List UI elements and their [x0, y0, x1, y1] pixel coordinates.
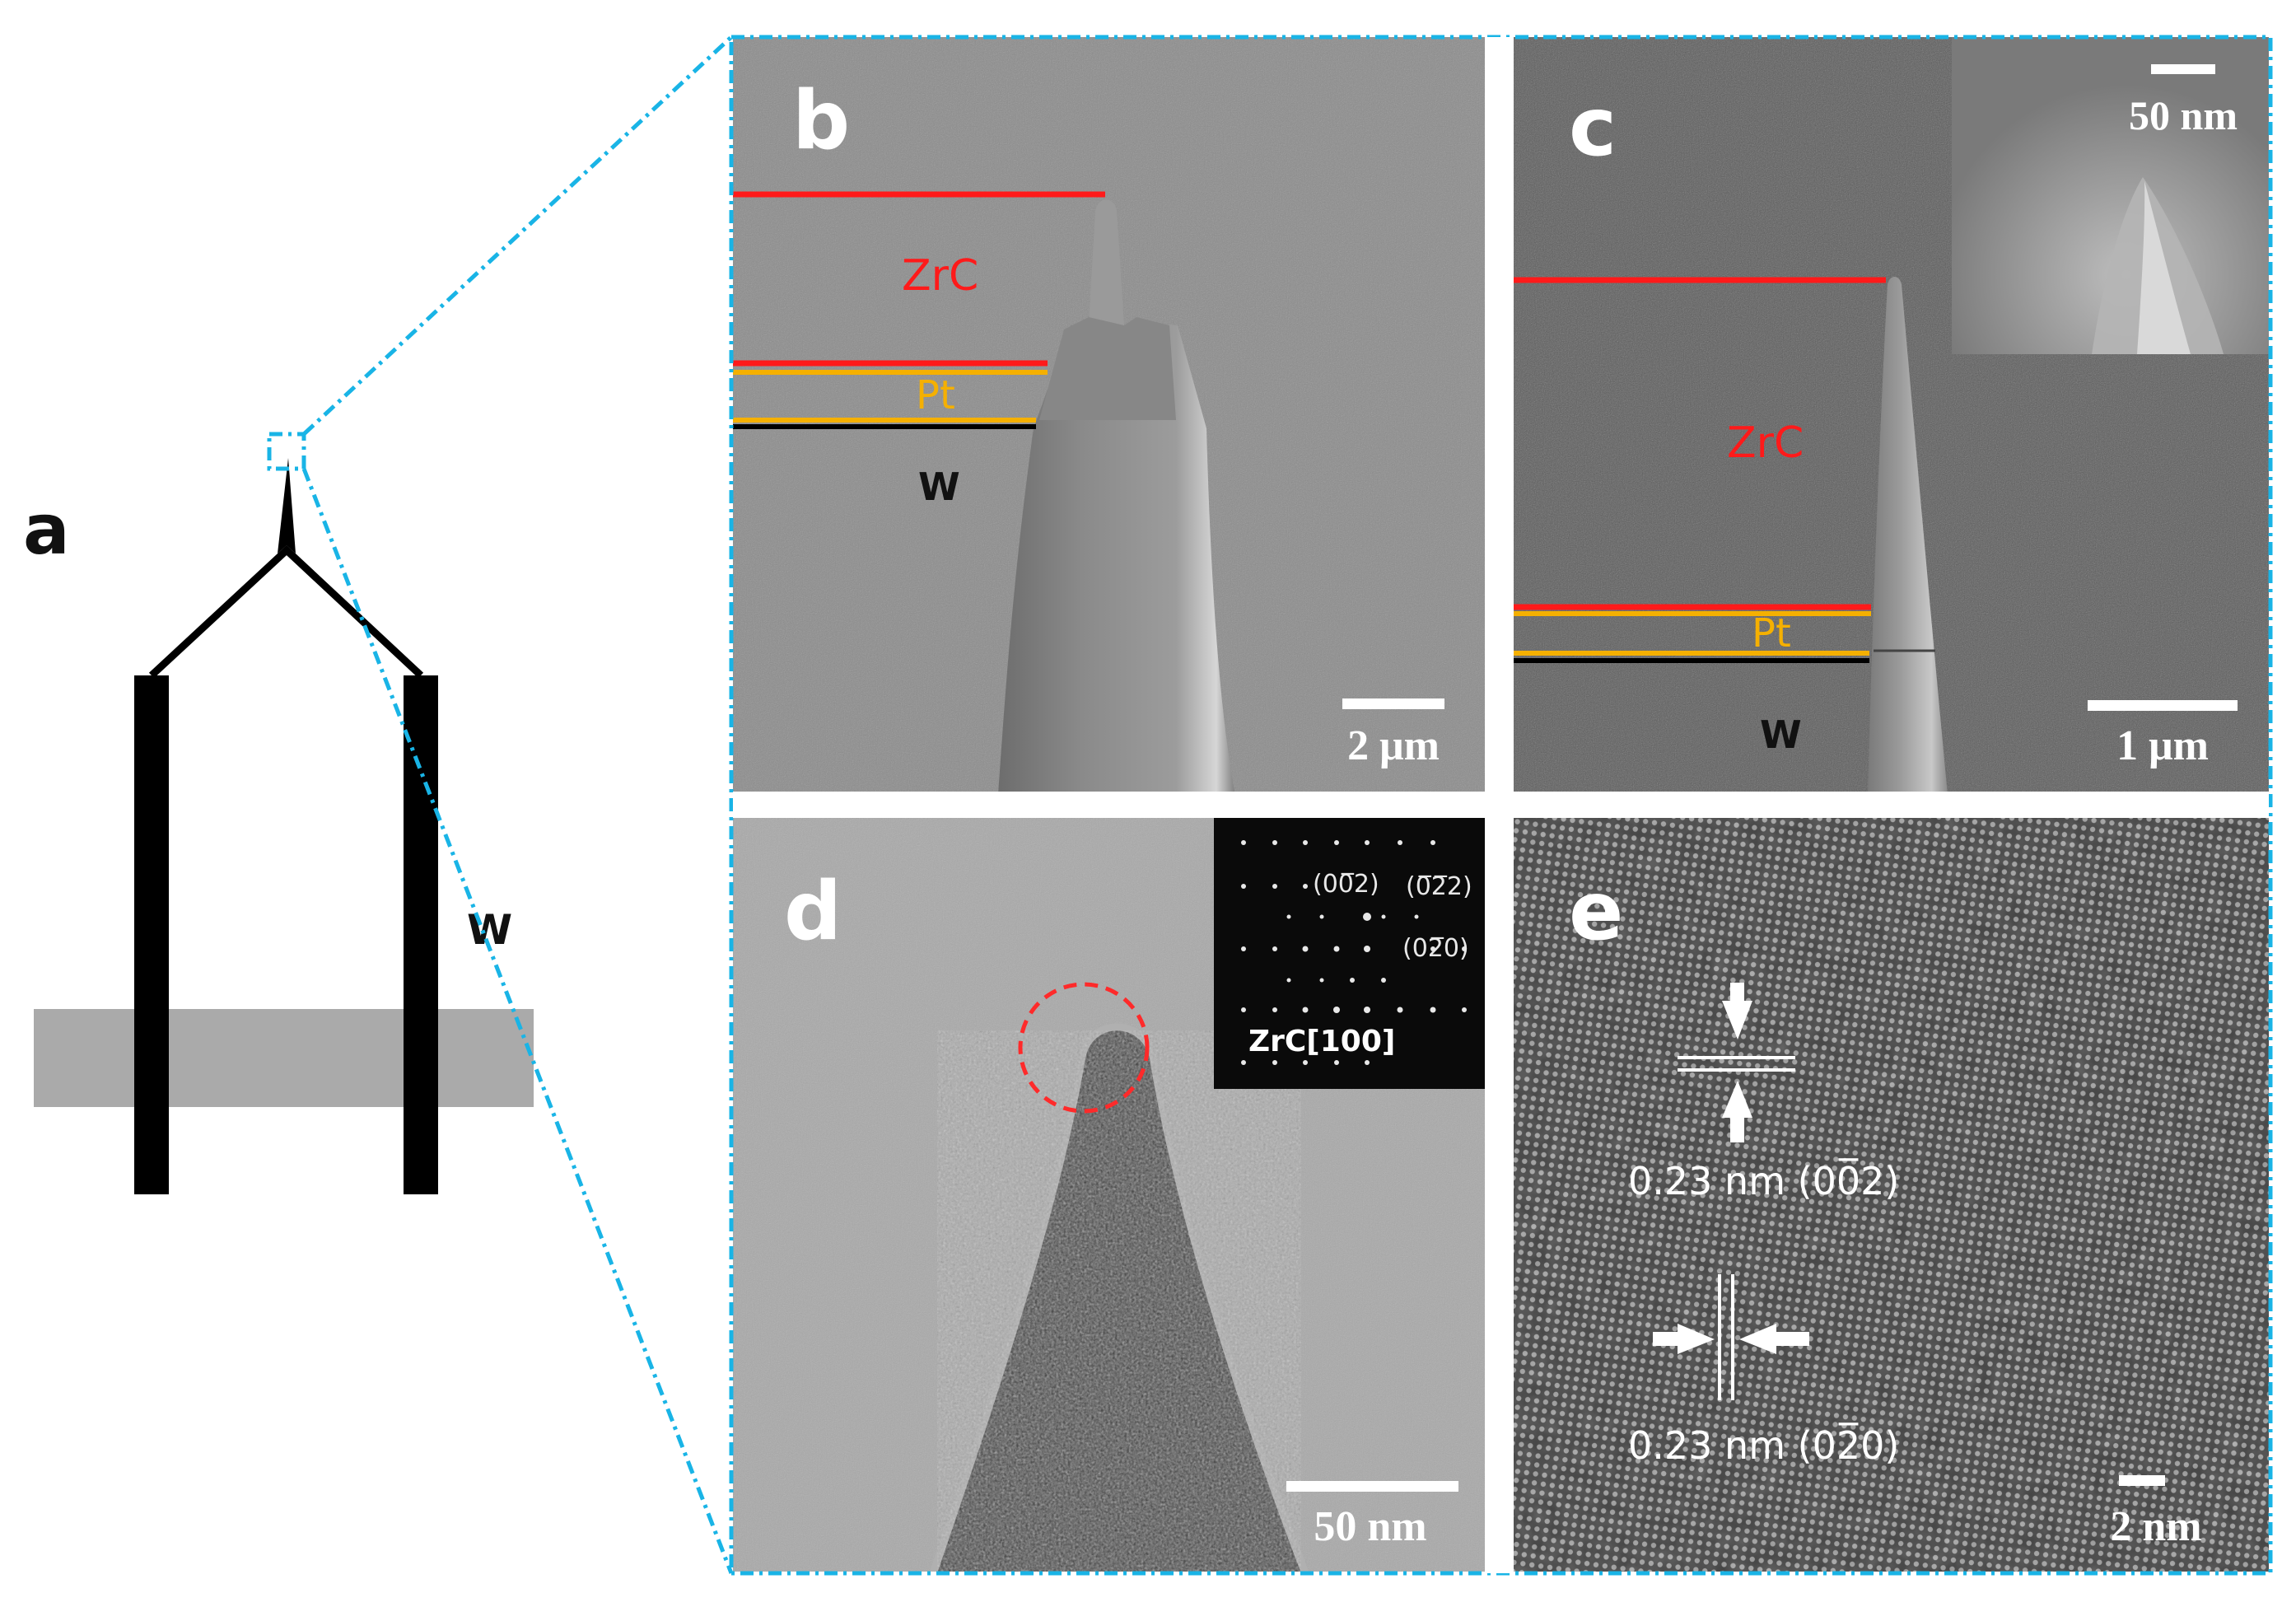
- zoom-box: [267, 432, 306, 471]
- tip-schematic: [278, 458, 296, 554]
- panel-a-label: a: [23, 489, 70, 570]
- diffraction-spots: [1241, 840, 1467, 1065]
- spacing-indicator-2: [1653, 1274, 1809, 1400]
- w-label-c: W: [1760, 712, 1802, 757]
- panel-c: 50 nm c ZrC Pt W 1 μm: [1514, 37, 2269, 792]
- pt-label-b: Pt: [916, 372, 955, 418]
- zrc-label-b: ZrC: [902, 251, 978, 301]
- scalebar-d: [1286, 1481, 1458, 1492]
- zoom-line-top: [302, 35, 733, 436]
- saed-spot-0m2m2: (0̅2̅2): [1406, 872, 1472, 901]
- right-leg: [404, 675, 438, 1194]
- scale-text-c: 1 μm: [2116, 722, 2209, 769]
- tip-body-c: [1868, 277, 1948, 792]
- spacing-label-2: 0.23 nm (02̅0): [1628, 1422, 1899, 1468]
- hairpin-wire: [148, 544, 424, 679]
- zoom-line-bottom: [301, 468, 734, 1574]
- spacing-label-1: 0.23 nm (00̅2): [1628, 1158, 1899, 1203]
- scalebar-c: [2088, 700, 2238, 711]
- pt-label-c: Pt: [1752, 610, 1791, 656]
- saed-zone-axis: ZrC[100]: [1248, 1025, 1395, 1058]
- saed-spot-0m20: (02̅0): [1402, 934, 1469, 963]
- scale-text-d: 50 nm: [1314, 1503, 1426, 1550]
- left-leg: [134, 675, 169, 1194]
- base-plate: [34, 1009, 534, 1107]
- tip-body-b: [998, 321, 1235, 792]
- panel-b: b ZrC Pt W 2 μm: [733, 37, 1485, 792]
- scalebar-e: [2119, 1475, 2165, 1486]
- spacing-indicator-1: [1678, 983, 1795, 1142]
- red-dashed-circle: [1018, 982, 1150, 1114]
- panel-e-label: e: [1569, 865, 1623, 959]
- scale-text-inset-c: 50 nm: [2129, 92, 2238, 138]
- saed-spot-002: (00̅2): [1313, 870, 1379, 899]
- scalebar-inset-c: [2151, 64, 2215, 74]
- saed-inset: (00̅2) (0̅2̅2) (02̅0) ZrC[100]: [1214, 818, 1485, 1089]
- panel-a: a W: [23, 432, 534, 1194]
- panel-e: e 0.23 nm (00̅2) 0.23 nm (02̅0) 2 nm: [1514, 818, 2269, 1572]
- zrc-label-c: ZrC: [1727, 418, 1804, 468]
- scalebar-b: [1342, 698, 1444, 709]
- panel-c-label: c: [1569, 81, 1617, 175]
- scale-text-e: 2 nm: [2110, 1503, 2201, 1550]
- inset-c: 50 nm: [1952, 37, 2269, 354]
- scale-text-b: 2 μm: [1347, 722, 1440, 769]
- panel-d-label: d: [784, 865, 842, 959]
- panel-d: (00̅2) (0̅2̅2) (02̅0) ZrC[100] d 50 nm: [733, 818, 1485, 1572]
- panel-b-label: b: [792, 74, 850, 168]
- w-label-b: W: [918, 465, 960, 509]
- zrc-spike-b: [1089, 199, 1124, 325]
